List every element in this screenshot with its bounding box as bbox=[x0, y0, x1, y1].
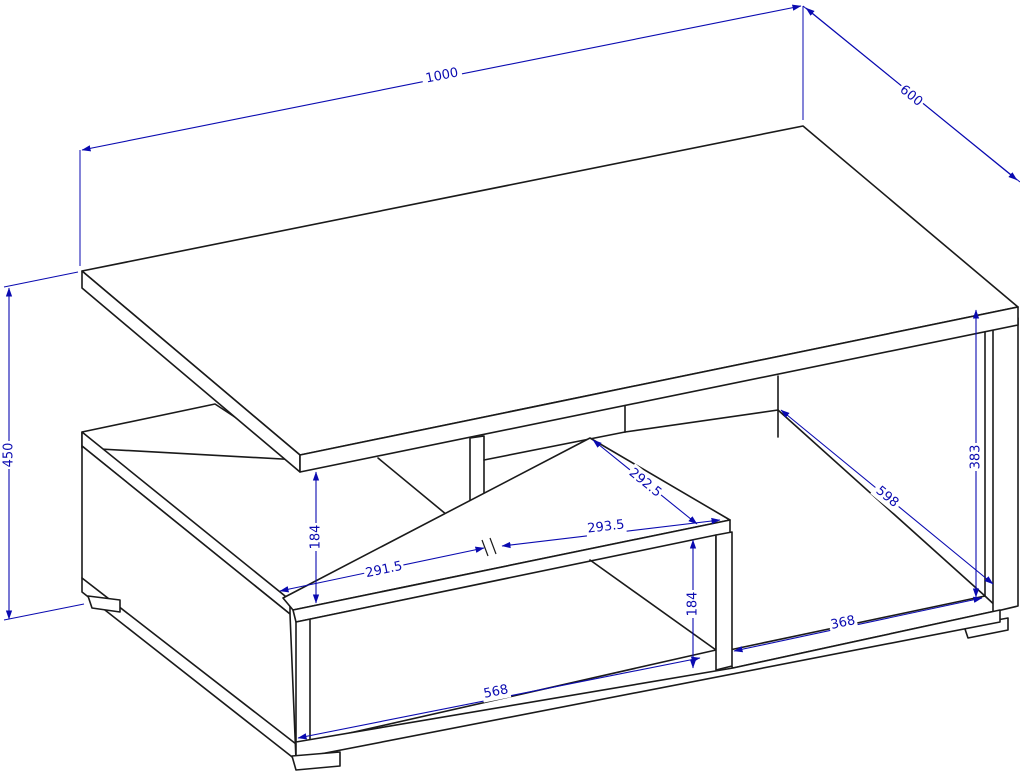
label-top-length: 1000 bbox=[424, 65, 459, 86]
drawer-right-post bbox=[715, 531, 733, 671]
label-drawer-width: 293.5 bbox=[587, 517, 626, 536]
label-upper-gap: 184 bbox=[309, 525, 324, 550]
foot-left bbox=[87, 595, 121, 613]
bottom-board-right bbox=[719, 595, 1001, 669]
label-lower-gap: 184 bbox=[686, 592, 701, 617]
right-leg bbox=[992, 317, 1019, 613]
label-total-height: 450 bbox=[2, 443, 17, 468]
label-leg-height: 383 bbox=[969, 445, 984, 470]
dimension-labels: 1000 600 450 383 598 292.5 293.5 291.5 bbox=[1, 62, 984, 703]
foot-front bbox=[291, 751, 341, 771]
label-bottom-right: 368 bbox=[829, 613, 856, 633]
table-body bbox=[81, 125, 1019, 771]
dim-line-368 bbox=[733, 596, 983, 653]
label-bottom-left: 568 bbox=[482, 682, 509, 702]
table-top-right-edge bbox=[299, 306, 1019, 473]
